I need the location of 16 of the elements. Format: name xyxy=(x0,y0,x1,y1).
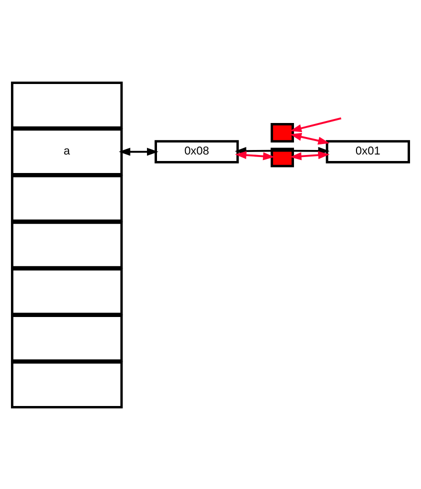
node-box xyxy=(270,147,294,167)
node-box: 0x01 xyxy=(326,140,410,163)
node-box xyxy=(10,360,123,408)
node-box: 0x08 xyxy=(154,140,239,163)
node-box xyxy=(10,314,123,362)
arrow xyxy=(118,147,158,156)
arrow xyxy=(290,132,330,144)
node-box xyxy=(10,174,123,222)
arrow xyxy=(234,150,274,160)
node-box xyxy=(10,81,123,128)
node-box xyxy=(10,220,123,268)
arrow xyxy=(290,150,330,160)
node-box: a xyxy=(10,128,123,175)
node-box xyxy=(270,122,294,142)
arrow xyxy=(290,116,342,132)
node-box xyxy=(10,268,123,315)
